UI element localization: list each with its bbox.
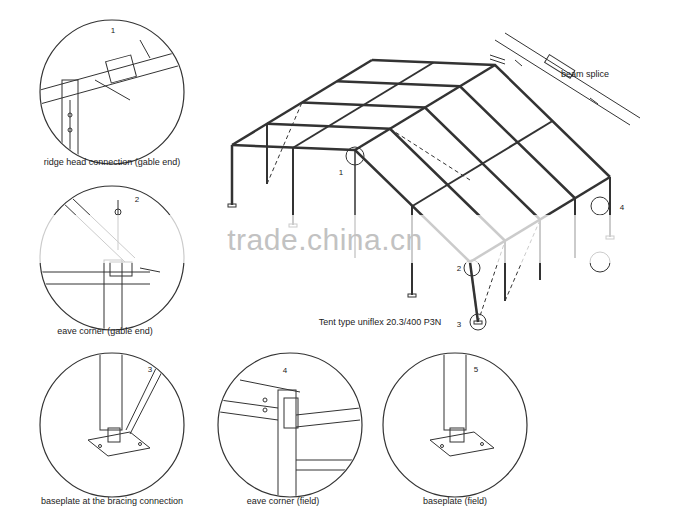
caption: eave corner (gable end)	[57, 326, 153, 336]
caption: ridge head connection (gable end)	[44, 157, 181, 167]
callout-number: 3	[148, 365, 152, 374]
part-label: beam splice	[561, 69, 609, 79]
callout-number: 4	[283, 366, 287, 375]
callout-number: 1	[111, 26, 115, 35]
callout-number: 4	[620, 203, 624, 212]
callout-number: 2	[457, 264, 461, 273]
caption: baseplate at the bracing connection	[41, 496, 183, 506]
callout-number: 1	[339, 168, 343, 177]
callout-number: 3	[457, 320, 461, 329]
callout-number: 5	[474, 365, 478, 374]
caption: eave corner (field)	[247, 496, 320, 506]
watermark: trade.china.cn	[227, 223, 422, 257]
caption: baseplate (field)	[423, 496, 487, 506]
callout-number: 2	[135, 195, 139, 204]
caption: Tent type uniflex 20.3/400 P3N	[319, 317, 442, 327]
